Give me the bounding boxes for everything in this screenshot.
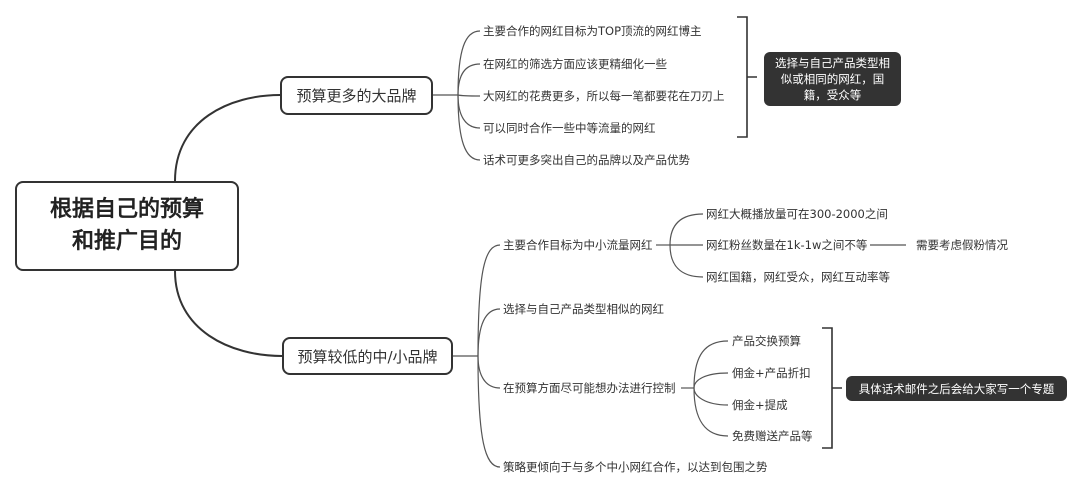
root-topic[interactable]: 根据自己的预算和推广目的 [15, 181, 239, 271]
root-line-2: 和推广目的 [71, 229, 182, 254]
topic-node[interactable]: 佣金+提成 [732, 398, 788, 412]
topic-node[interactable]: 选择与自己产品类型相似的网红 [503, 302, 664, 316]
topic-node[interactable]: 主要合作目标为中小流量网红 [503, 238, 653, 252]
topic-node[interactable]: 免费赠送产品等 [732, 429, 813, 443]
topic-node[interactable]: 话术可更多突出自己的品牌以及产品优势 [483, 153, 690, 167]
topic-node[interactable]: 在网红的筛选方面应该更精细化一些 [483, 57, 667, 71]
root-line-1: 根据自己的预算 [49, 197, 204, 222]
topic-node[interactable]: 可以同时合作一些中等流量的网红 [483, 121, 656, 135]
topic-node[interactable]: 网红粉丝数量在1k-1w之间不等 [706, 238, 868, 252]
topic-node[interactable]: 产品交换预算 [732, 334, 801, 348]
topic-node[interactable]: 大网红的花费更多，所以每一笔都要花在刀刃上 [483, 89, 725, 103]
branch-small-brand[interactable]: 预算较低的中/小品牌 [282, 337, 453, 375]
topic-node[interactable]: 佣金+产品折扣 [732, 366, 811, 380]
topic-node[interactable]: 在预算方面尽可能想办法进行控制 [503, 381, 676, 395]
summary-callout[interactable]: 具体话术邮件之后会给大家写一个专题 [846, 376, 1067, 401]
branch-label: 预算更多的大品牌 [296, 87, 417, 105]
topic-node[interactable]: 网红国籍，网红受众，网红互动率等 [706, 270, 890, 284]
topic-node[interactable]: 主要合作的网红目标为TOP顶流的网红博主 [483, 24, 702, 38]
topic-node[interactable]: 策略更倾向于与多个中小网红合作，以达到包围之势 [503, 460, 768, 474]
branch-big-brand[interactable]: 预算更多的大品牌 [280, 76, 433, 115]
branch-label: 预算较低的中/小品牌 [297, 347, 438, 366]
summary-callout[interactable]: 选择与自己产品类型相似或相同的网红，国籍，受众等 [764, 52, 901, 106]
note-node[interactable]: 需要考虑假粉情况 [916, 238, 1008, 252]
topic-node[interactable]: 网红大概播放量可在300-2000之间 [706, 207, 888, 221]
